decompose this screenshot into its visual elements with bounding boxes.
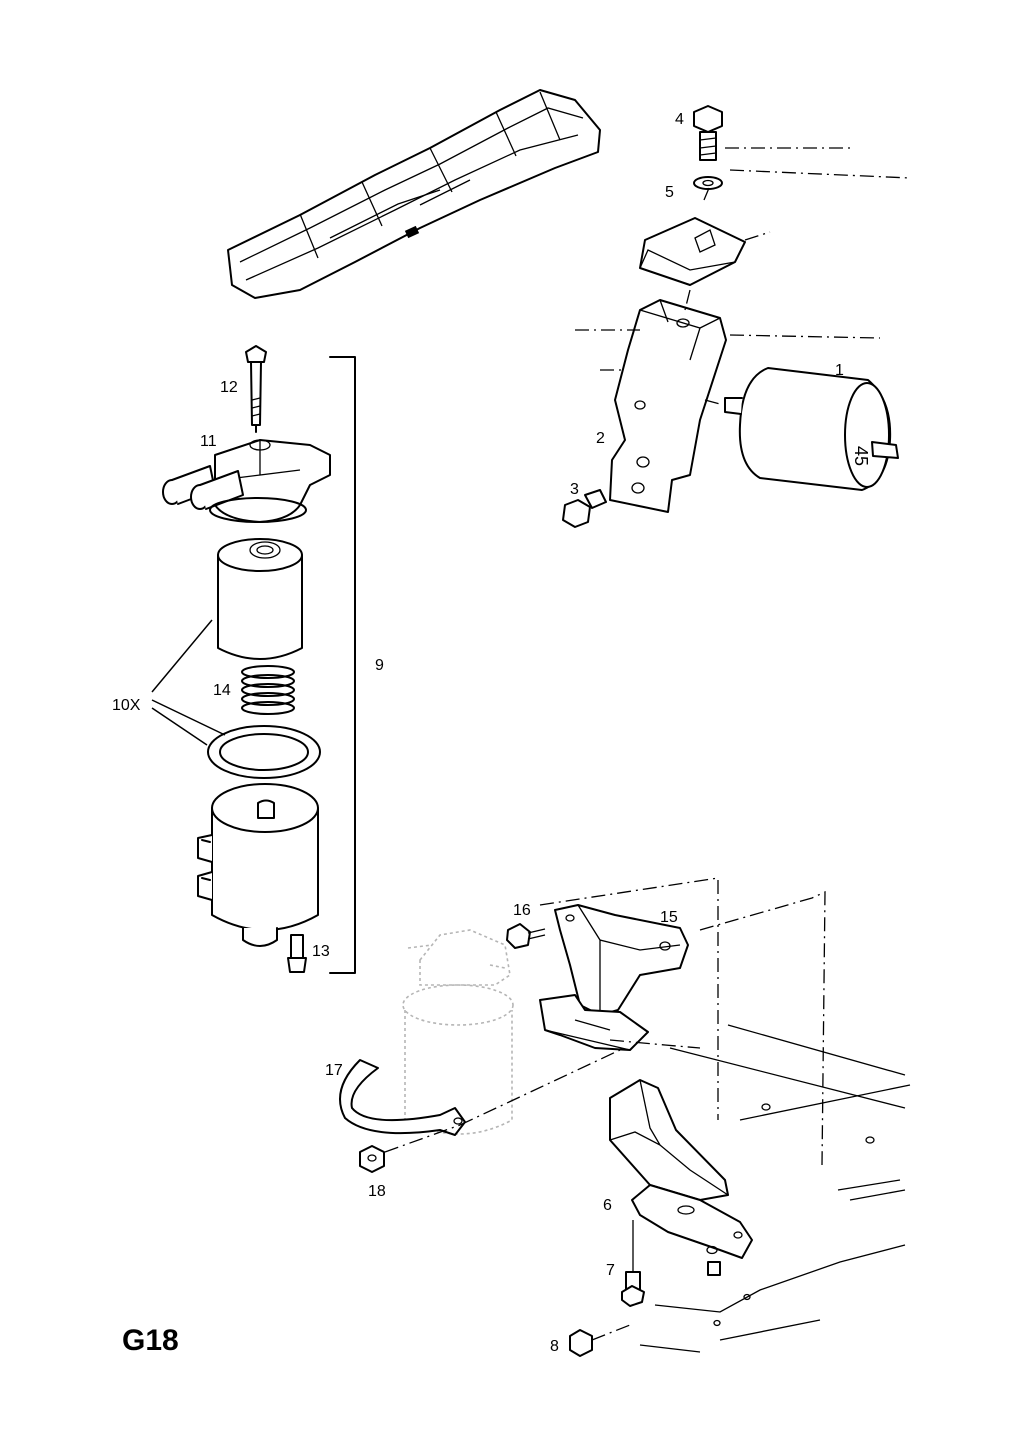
inline-fuel-filter: 45 [724,367,899,491]
ghost-filter-outline [402,929,514,1135]
callout-17: 17 [325,1062,343,1079]
bolt-7 [621,1220,721,1307]
callout-6: 6 [603,1197,612,1214]
filter-element-10 [217,538,303,660]
callout-15: 15 [660,909,678,926]
callout-13: 13 [312,943,330,960]
bracket-15 [539,904,689,1051]
nut-8 [569,1324,631,1357]
chassis-frame [227,89,601,299]
vehicle-panel-lines [539,877,911,1353]
spring-14 [241,665,295,715]
washer-5 [693,176,723,190]
filter-marking: 45 [851,446,871,466]
bracket-6 [609,1079,753,1259]
callout-5: 5 [665,184,674,201]
seal-ring-10 [207,725,321,779]
callout-16: 16 [513,902,531,919]
clamp-strap-17 [339,1059,466,1136]
callout-9: 9 [375,657,384,674]
mounting-pad [639,217,746,286]
sheet-code: G18 [122,1324,179,1357]
callout-2: 2 [596,430,605,447]
callout-11: 11 [200,433,217,450]
callout-14: 14 [213,682,231,699]
callout-12: 12 [220,379,238,396]
callout-18: 18 [368,1183,386,1200]
bracket-9 [329,356,356,974]
filter-clamp-bracket [609,299,727,513]
bolt-16 [506,923,546,949]
callout-8: 8 [550,1338,559,1355]
bolt-3 [562,489,607,528]
filter-bowl [197,783,319,947]
callout-1: 1 [835,362,844,379]
callout-4: 4 [675,111,684,128]
drain-plug-13 [287,934,307,973]
bolt-12 [245,345,267,433]
nut-18 [359,1124,461,1173]
callout-10x: 10X [112,697,141,714]
filter-head-11 [162,439,331,523]
callout-3: 3 [570,481,579,498]
bolt-4 [693,105,723,161]
callout-7: 7 [606,1262,615,1279]
